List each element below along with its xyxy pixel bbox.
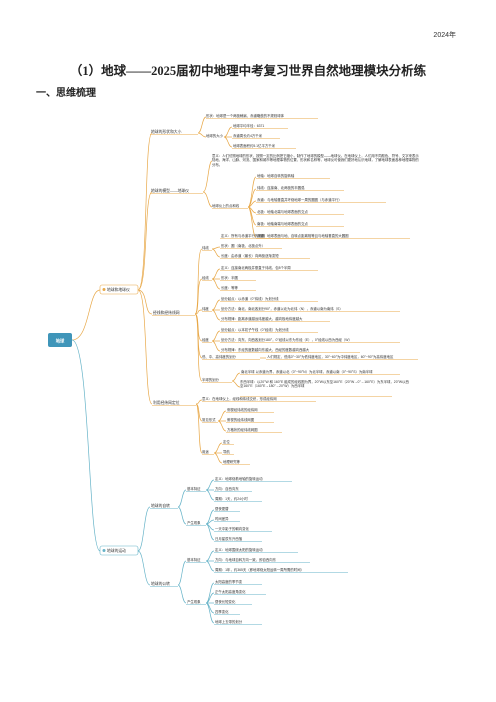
branch-label: 地球和地球仪 [107,287,130,292]
node-label: 一天中影子的朝向变化 [215,526,250,531]
node-label: 北极：地轴北端与地球表面的交点 [257,209,308,214]
branch-bullet-icon [102,288,106,291]
node-label: 地球的形状和大小 [151,129,182,134]
node-label: 地球的公转 [151,581,170,586]
node-label: 划分方法：向东、向西各划分180°，0°经线以东为东经（E），0°经线以西为西经… [221,337,352,342]
node-label: 常见形式 [202,417,216,422]
root-label: 地球 [56,338,65,345]
node-label: 基本特征 [187,557,201,562]
node-label: 南极：地轴南端与地球表面的交点 [257,221,308,226]
node-label: 侧视经纬线的经纬网 [227,407,258,412]
node-label: 昼夜长短变化 [215,599,236,604]
node-label: 经线 [202,275,209,280]
node-label: 纬线 [202,245,209,250]
node-label: 地球的大小 [206,133,224,138]
node-label: 半球的划分 [202,377,220,382]
node-label: 地球表面积约5.1亿平方千米 [233,143,276,148]
node-label: 赤道：地球表面与地、自转点距离相等且与地轴垂直的大圆圈 [257,233,349,238]
node-label: 日月星辰东升西落 [215,536,243,541]
node-label: 地球仪上的点和线 [212,203,240,208]
node-label: 地轴：地球自转的旋转轴 [257,173,295,178]
node-label: 产生现象 [187,599,201,604]
node-label: 地理研究等 [223,459,241,464]
branch-bullet-icon [102,549,106,552]
node-label: 长度：由赤道（最长）向两极逐渐变短 [221,253,279,258]
node-label: 划分起点：以赤道（0°纬线）为划分线 [221,296,279,301]
node-label: 周期：1年，约365天（即地球绕太阳运转一周所需的时间） [215,567,304,572]
node-label: 地球平均半径：6371 [233,123,264,128]
node-label: 四季变化 [215,609,229,614]
node-label: 基本特征 [187,486,201,491]
node-label: 定义：地球围绕太阳的旋转运动 [215,547,263,552]
globe-definition: 意义：人们仿照地球的形状，按照一定的比例把它缩小，制作了地球的模型——地球仪。在… [212,154,419,167]
node-label: 形状：半圆 [221,275,239,280]
node-label: 低、中、高纬度的划分 [202,354,237,359]
node-label: 分布规律：东经的度数越向东越大，西经的度数越向西越大 [221,347,310,352]
node-label: 定义：所有与赤道平行的圆圈 [221,233,266,238]
node-label: 长度：等等 [221,285,239,290]
section-heading: 一、思维梳理 [36,88,96,99]
year-label: 2024年 [433,32,456,39]
node-label: 定义：连接南北两极并垂直于纬线，包8个半周 [221,265,291,270]
node-label: 形状：圆（南极、北极点外） [221,243,265,248]
node-label: 定义：地球绕着地轴的旋转运动 [215,476,263,481]
node-label: 赤道周长约4万千米 [233,133,263,138]
node-label: 地球的自转 [151,503,170,508]
node-label: 南北半球 以赤道为界，赤道以北（0°~90°N）为北半球，赤道以南（0°~90°… [241,369,373,374]
node-label: 地球的模型——地球仪 [151,188,189,193]
branch-node-earth-globe [99,284,139,295]
node-label: 纬度 [202,306,209,311]
node-label: 赤道：与地轴垂直并环绕地球一周的圆圈（与赤道平行） [257,197,342,202]
node-label: 产生现象 [187,520,201,525]
node-label: 俯视的经纬线网图 [227,417,255,422]
node-label: 经度 [202,337,209,342]
edge-root-b2 [71,339,101,552]
node-label: 地球上五带的划分 [215,619,243,624]
node-label: 太阳高度的季节变 [215,579,243,584]
root-node [48,333,72,347]
node-label: 方格状的经纬线网图 [227,427,258,432]
node-label: 方向：与地球自转方向一致，即自西向东 [215,557,277,562]
node-label: 昼夜更替 [215,506,229,511]
edge-root-b1 [71,289,101,341]
node-label: 划分方法：南北，南北各划分90°，赤道以北为北纬（N），赤道以南为南纬（S） [221,306,343,311]
node-label: 意义：在地球仪上，经线和纬线交织，形成经纬网 [202,396,277,401]
node-label: 定位 [223,439,230,444]
node-label: 利用经纬网定位 [153,400,180,405]
node-label: 形状：地球是一个两极稍扁、赤道略鼓的不规则球体 [206,113,285,118]
branch-node-earth-motion [99,545,139,556]
node-label: 人们规定，低纬0°~30°为低纬度地区，30°~60°为中纬度地区，60°~90… [267,354,394,359]
node-label: 经线和经纬线网 [153,310,180,315]
branch-label: 地球的运动 [107,548,126,553]
node-label: 纬线：连接南、北两极的半圆弧 [257,185,305,190]
hemisphere-east-west: 东西半球：以20°W 和 160°E 组成的经线圈为界，20°W以东至160°E… [240,380,409,388]
node-label: 划分起点：以本初子午线（0°经线）为划分线 [221,327,289,332]
node-label: 时间差异 [215,516,229,521]
node-label: 正午太阳高度角变化 [215,589,246,594]
node-label: 用途 [202,449,209,454]
node-label: 方向：自西向东 [215,486,239,491]
node-label: 分布规律：距离赤道越远纬度越大，越向极地纬度越大 [221,316,303,321]
node-label: 导航 [223,449,230,454]
node-label: 周期：1天，约24小时 [215,496,248,501]
page-title: （1）地球——2025届初中地理中考复习世界自然地理模块分析练 [69,64,427,78]
